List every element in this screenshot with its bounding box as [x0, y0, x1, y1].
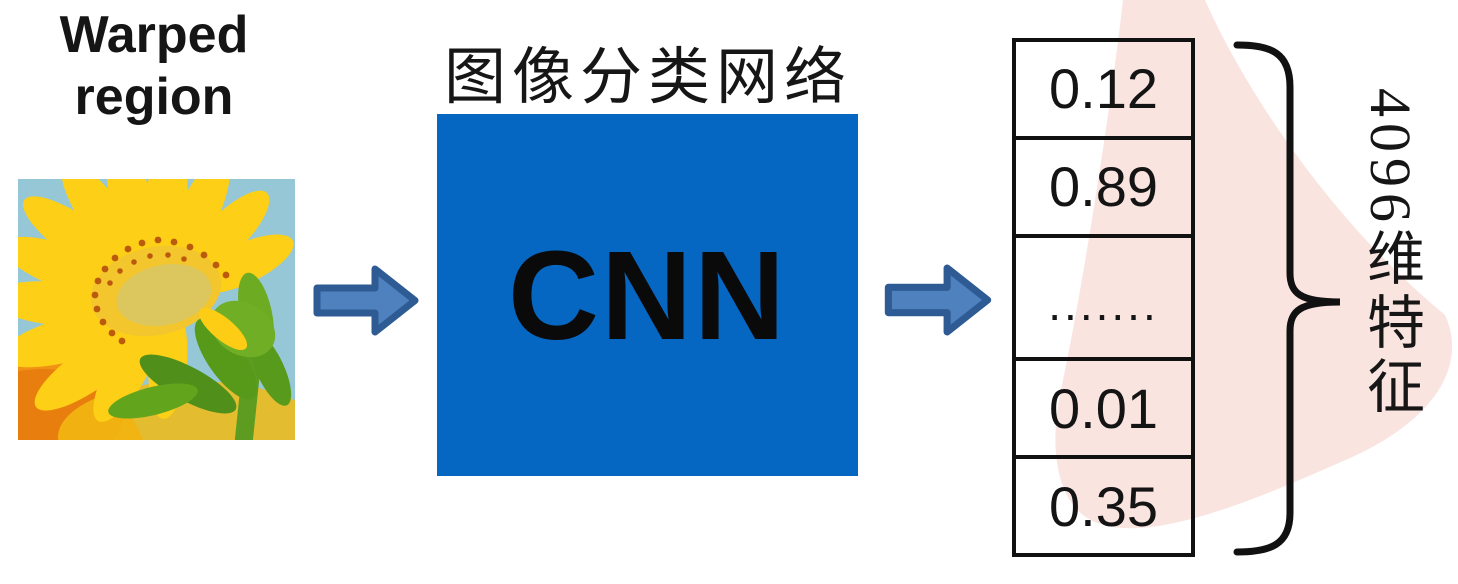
feature-value: 0.89: [1049, 155, 1158, 219]
right-arrow-icon: [313, 265, 419, 336]
feature-value: 0.12: [1049, 57, 1158, 121]
cnn-box: CNN: [437, 114, 858, 476]
cnn-label: CNN: [508, 224, 787, 366]
watermark-shape: [1055, 0, 1453, 529]
input-region-label-line1: Warped: [59, 6, 249, 64]
input-region-label-line2: region: [74, 68, 234, 126]
network-title: 图像分类网络: [443, 44, 852, 112]
feature-value: 0.35: [1049, 474, 1158, 538]
warped-region-image: [18, 179, 295, 440]
sunflower-florets: [91, 236, 230, 345]
brace-icon: [1233, 41, 1341, 556]
feature-cell: 0.89: [1016, 140, 1191, 238]
feature-dim-label: 4096维特征: [1358, 88, 1423, 420]
feature-cell: 0.12: [1016, 42, 1191, 140]
feature-cell: 0.35: [1016, 459, 1191, 553]
sunflower-stem-leaves: [108, 272, 292, 440]
feature-ellipsis: .......: [1048, 278, 1159, 331]
feature-value: 0.01: [1049, 376, 1158, 440]
feature-cell: 0.01: [1016, 361, 1191, 460]
input-region-label: Warped region: [28, 4, 280, 128]
feature-vector: 0.12 0.89 ....... 0.01 0.35: [1012, 38, 1195, 557]
feature-cell-ellipsis: .......: [1016, 238, 1191, 362]
right-arrow-icon: [884, 264, 992, 336]
